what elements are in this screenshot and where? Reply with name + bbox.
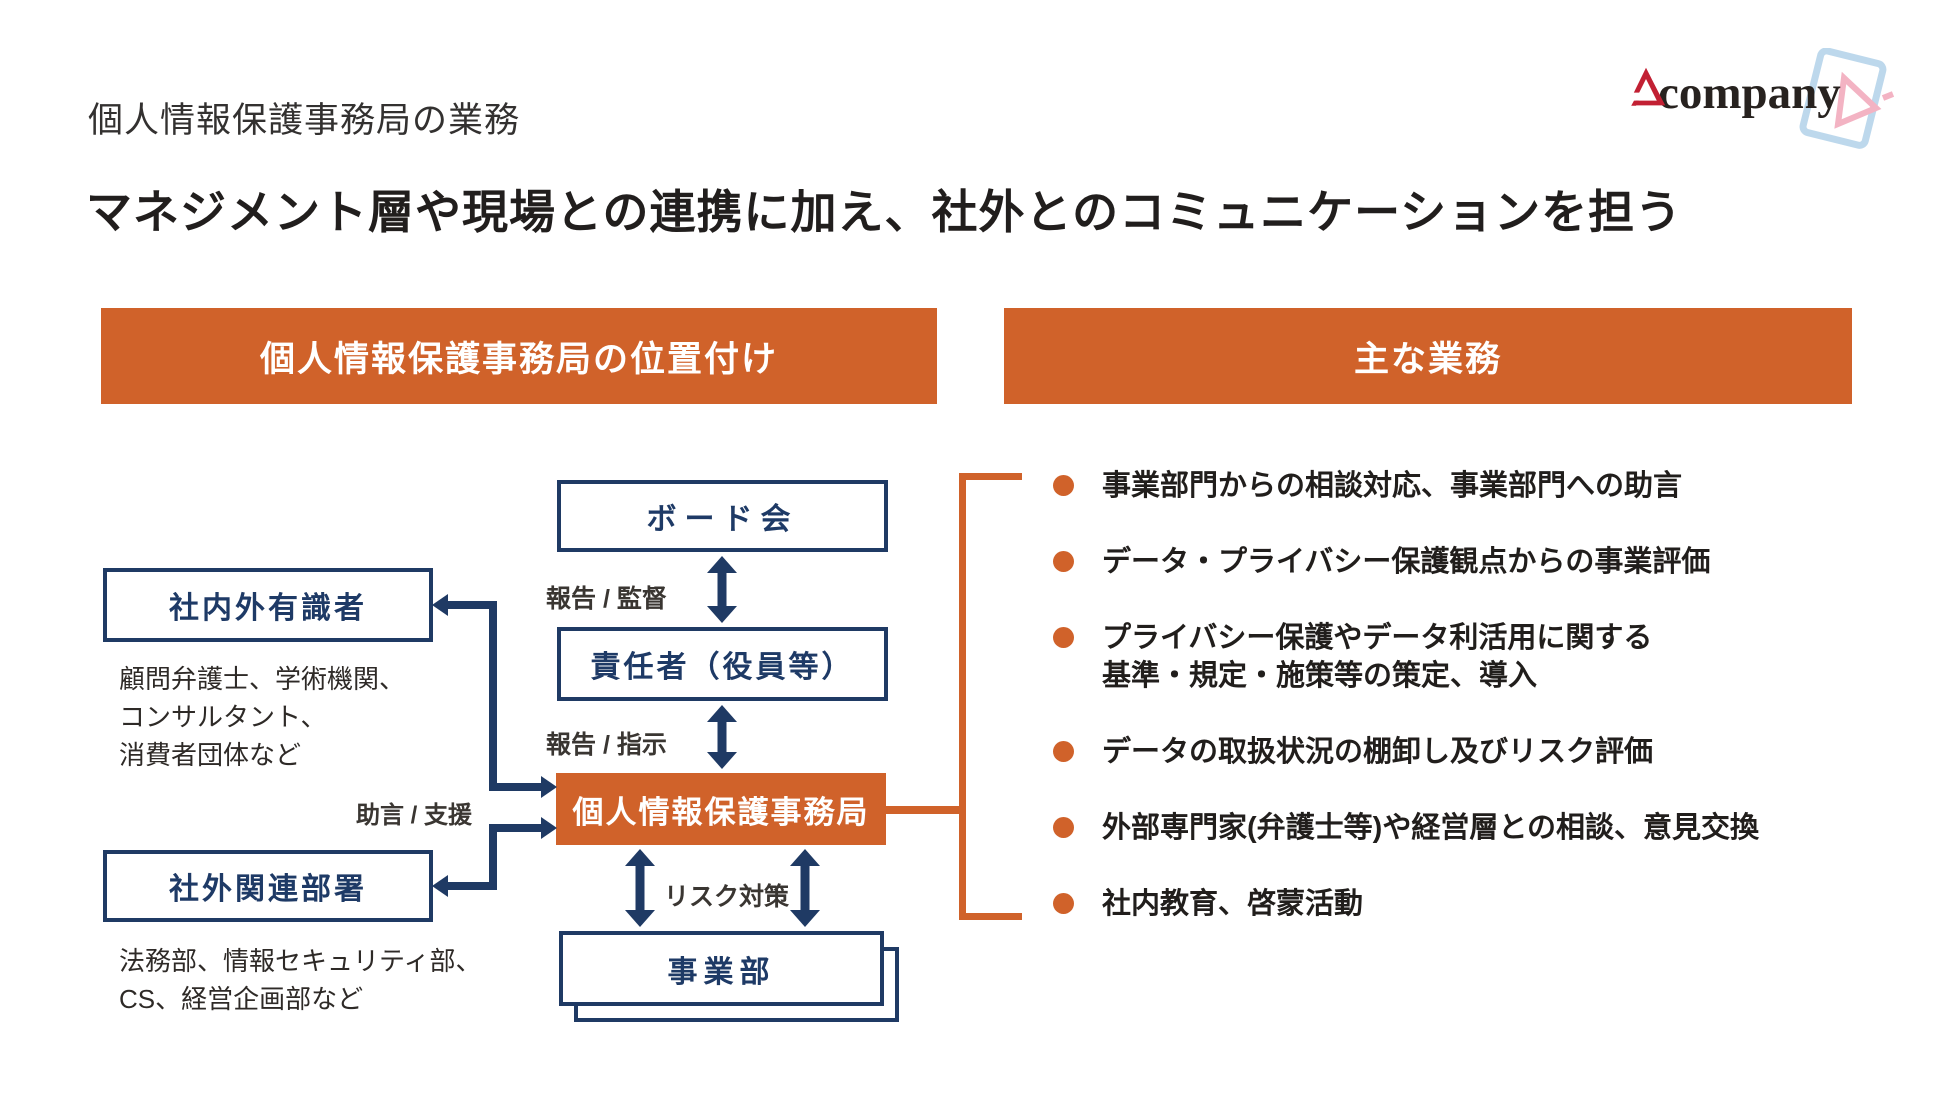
double-arrow-office-business-right-icon: [790, 849, 820, 927]
box-board-meeting: ボード会: [557, 480, 888, 552]
box-business-dept: 事業部: [559, 931, 884, 1006]
bullet-dot: [1053, 551, 1074, 572]
task-item: プライバシー保護やデータ利活用に関する 基準・規定・施策等の策定、導入: [1045, 619, 1925, 695]
task-text: データ・プライバシー保護観点からの事業評価: [1102, 546, 1711, 578]
bullet-dot: [1053, 893, 1074, 914]
box-experts: 社内外有識者: [103, 568, 433, 642]
box-external-depts: 社外関連部署: [103, 850, 433, 922]
task-text: 外部専門家(弁護士等)や経営層との相談、意見交換: [1102, 812, 1760, 844]
double-arrow-board-manager-icon: [707, 556, 737, 623]
acompany-logo: company: [1600, 40, 1930, 170]
task-list: 事業部門からの相談対応、事業部門への助言 データ・プライバシー保護観点からの事業…: [1045, 467, 1925, 961]
task-item: データの取扱状況の棚卸し及びリスク評価: [1045, 733, 1925, 771]
edge-label-report-supervise: 報告 / 監督: [546, 585, 667, 613]
box-manager: 責任者（役員等）: [557, 627, 888, 701]
section-header-positioning: 個人情報保護事務局の位置付け: [101, 308, 937, 404]
double-arrow-office-business-left-icon: [625, 849, 655, 927]
section-header-main-tasks: 主な業務: [1004, 308, 1852, 404]
logo-a-mark-icon: [1626, 67, 1666, 107]
double-arrow-manager-office-icon: [707, 705, 737, 769]
box-privacy-office: 個人情報保護事務局: [556, 773, 886, 845]
edge-label-advice-support: 助言 / 支援: [356, 802, 473, 829]
edge-label-risk-measures: リスク対策: [664, 883, 790, 911]
logo-company-text: company: [1658, 67, 1841, 119]
task-item: 社内教育、啓蒙活動: [1045, 885, 1925, 923]
task-item: 外部専門家(弁護士等)や経営層との相談、意見交換: [1045, 809, 1925, 847]
bullet-dot: [1053, 817, 1074, 838]
task-text: 事業部門からの相談対応、事業部門への助言: [1102, 470, 1683, 502]
bullet-dot: [1053, 627, 1074, 648]
logo-watermark-icon: [1799, 48, 1895, 149]
edge-label-report-instruct: 報告 / 指示: [546, 731, 667, 759]
task-text: データの取扱状況の棚卸し及びリスク評価: [1102, 736, 1654, 768]
kicker-title: 個人情報保護事務局の業務: [88, 101, 521, 140]
page-title: マネジメント層や現場との連携に加え、社外とのコミュニケーションを担う: [86, 186, 1683, 238]
task-text: プライバシー保護やデータ利活用に関する 基準・規定・施策等の策定、導入: [1102, 622, 1653, 692]
task-item: 事業部門からの相談対応、事業部門への助言: [1045, 467, 1925, 505]
task-item: データ・プライバシー保護観点からの事業評価: [1045, 543, 1925, 581]
note-experts: 顧問弁護士、学術機関、 コンサルタント、 消費者団体など: [119, 664, 406, 770]
task-text: 社内教育、啓蒙活動: [1102, 888, 1364, 920]
bullet-dot: [1053, 741, 1074, 762]
bullet-dot: [1053, 475, 1074, 496]
note-external-depts: 法務部、情報セキュリティ部、 CS、経営企画部など: [119, 946, 482, 1014]
